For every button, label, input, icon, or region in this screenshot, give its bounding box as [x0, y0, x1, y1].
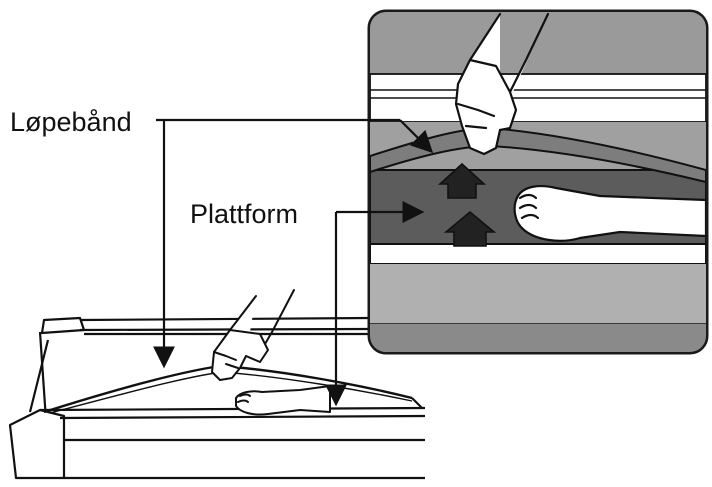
hand-lifting-belt [211, 289, 295, 381]
platform-label: Plattform [190, 199, 298, 229]
up-arrow-icon [437, 162, 487, 199]
leader-lines [153, 118, 400, 407]
foot-on-platform [235, 385, 331, 416]
treadmill-belt-label: Løpebånd [10, 107, 132, 137]
treadmill-illustration [8, 316, 426, 480]
foot-pushing-platform-closeup [513, 185, 706, 242]
closeup-inset [367, 9, 709, 355]
hand-lifting-belt-closeup [454, 12, 550, 156]
up-arrow-icon [443, 210, 497, 247]
